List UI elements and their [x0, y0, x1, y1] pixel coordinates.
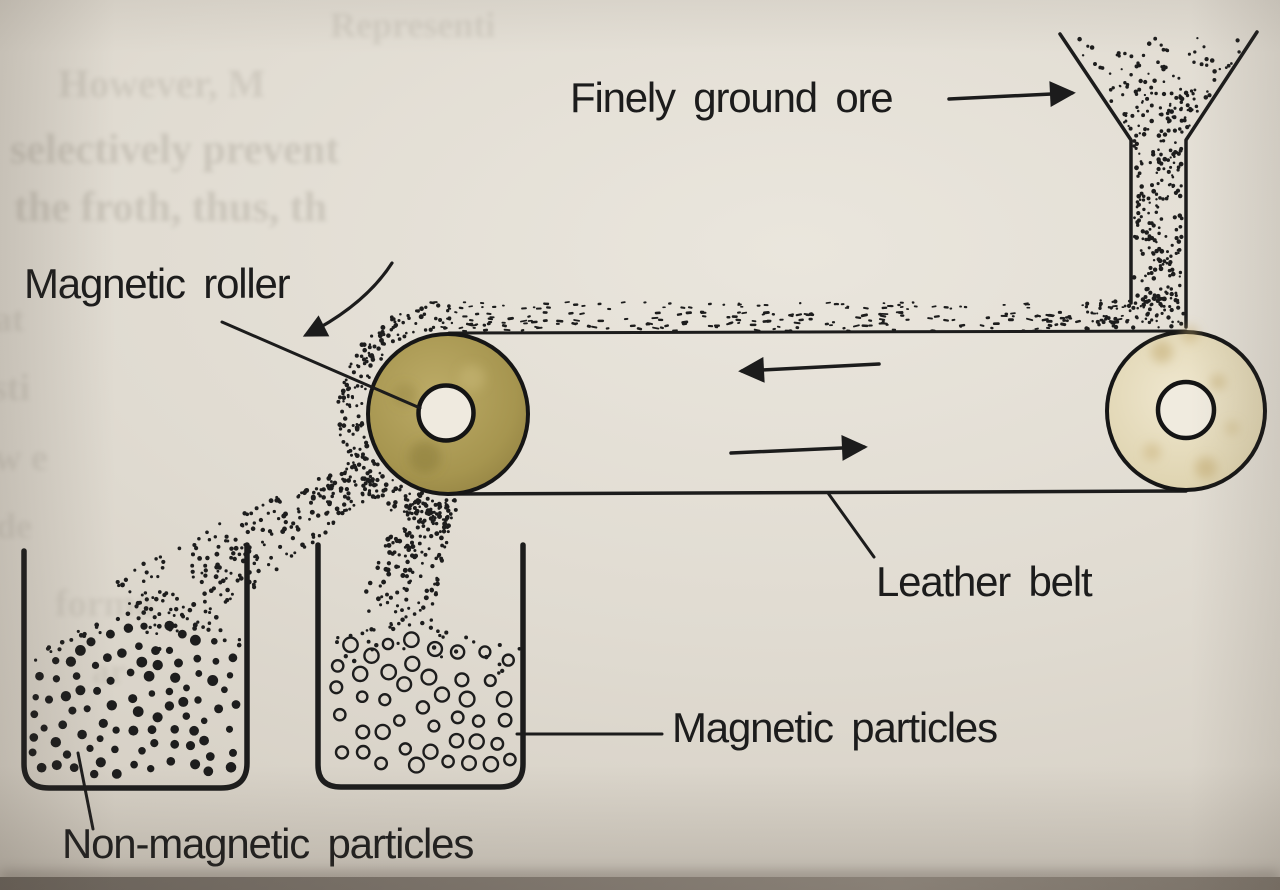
- non-magnetic-container: [21, 542, 250, 791]
- hopper-funnel-left-edge: [1058, 32, 1133, 305]
- label-magnetic-particles: Magnetic particles: [672, 704, 998, 751]
- magnetic-roller-leader-line: [220, 320, 422, 410]
- magnetic-container: [315, 542, 526, 790]
- idler-roller-hub: [1155, 379, 1217, 441]
- belt-direction-arrow-right: [729, 435, 868, 461]
- magnetic-roller-hub: [416, 383, 476, 443]
- belt-direction-arrow-left: [738, 356, 881, 383]
- page-bottom-shadow-edge: [0, 877, 1280, 890]
- ore-particles: [28, 36, 1241, 779]
- belt-bottom-line: [447, 489, 1188, 496]
- label-leather-belt: Leather belt: [876, 558, 1093, 605]
- non-magnetic-particles-leader-line: [76, 751, 95, 831]
- label-magnetic-roller: Magnetic roller: [24, 260, 291, 307]
- idler-roller-shape: [1105, 325, 1267, 492]
- label-finely-ground-ore: Finely ground ore: [570, 74, 894, 121]
- leather-belt-leader-line: [826, 491, 876, 559]
- belt-top-line: [447, 329, 1188, 335]
- label-non-magnetic-particles: Non-magnetic particles: [62, 820, 474, 867]
- hopper-funnel-right-edge: [1184, 30, 1259, 329]
- ore-pointer-arrow: [947, 81, 1076, 108]
- magnetic-roller-shape: [366, 332, 530, 496]
- magnetic-roller-pointer-arrow: [302, 261, 394, 337]
